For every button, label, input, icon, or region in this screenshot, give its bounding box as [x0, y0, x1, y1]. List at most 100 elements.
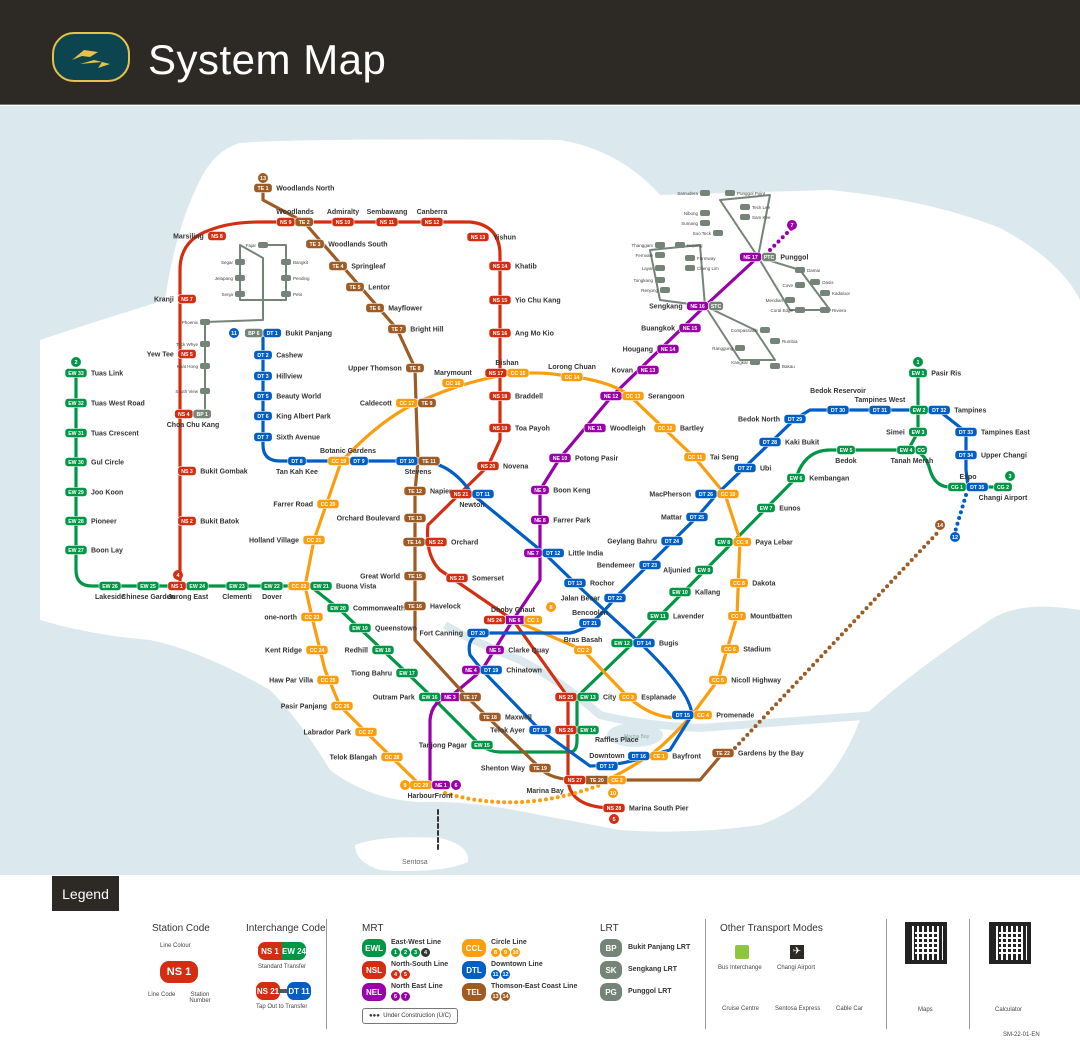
lrt-station[interactable]: Kadaloor: [820, 290, 851, 296]
lrt-station[interactable]: Tongkang: [633, 277, 665, 283]
lrt-station[interactable]: Teck Whye: [176, 341, 210, 347]
lrt-station[interactable]: Kangkar: [731, 359, 760, 365]
lrt-station[interactable]: Coral Edge: [770, 307, 805, 313]
lrt-station[interactable]: Fernvale: [635, 252, 665, 258]
lrt-station[interactable]: Punggol Point: [725, 190, 766, 196]
lrt-station[interactable]: Soo Teck: [693, 230, 723, 236]
lrt-station[interactable]: Farmway: [685, 255, 716, 261]
lrt-station[interactable]: Segar: [221, 259, 245, 265]
lrt-station[interactable]: Phoenix: [182, 319, 210, 325]
lrt-station[interactable]: Sumang: [681, 220, 710, 226]
lrt-station[interactable]: Teck Lee: [740, 204, 771, 210]
lrt-station[interactable]: Kupang: [675, 242, 703, 248]
lrt-station[interactable]: Layar: [642, 265, 665, 271]
lrt-station[interactable]: Bakau: [770, 363, 795, 369]
lrt-station[interactable]: South View: [175, 388, 210, 394]
lrt-station[interactable]: Cove: [782, 282, 805, 288]
lrt-station[interactable]: Senja: [221, 291, 245, 297]
lrt-station[interactable]: Jelapang: [215, 275, 245, 281]
maps-qr-code[interactable]: [905, 922, 947, 964]
lrt-station[interactable]: Keat Hong: [177, 363, 210, 369]
lrt-station[interactable]: Cheng Lim: [685, 265, 719, 271]
lrt-station[interactable]: Bangkit: [281, 259, 309, 265]
